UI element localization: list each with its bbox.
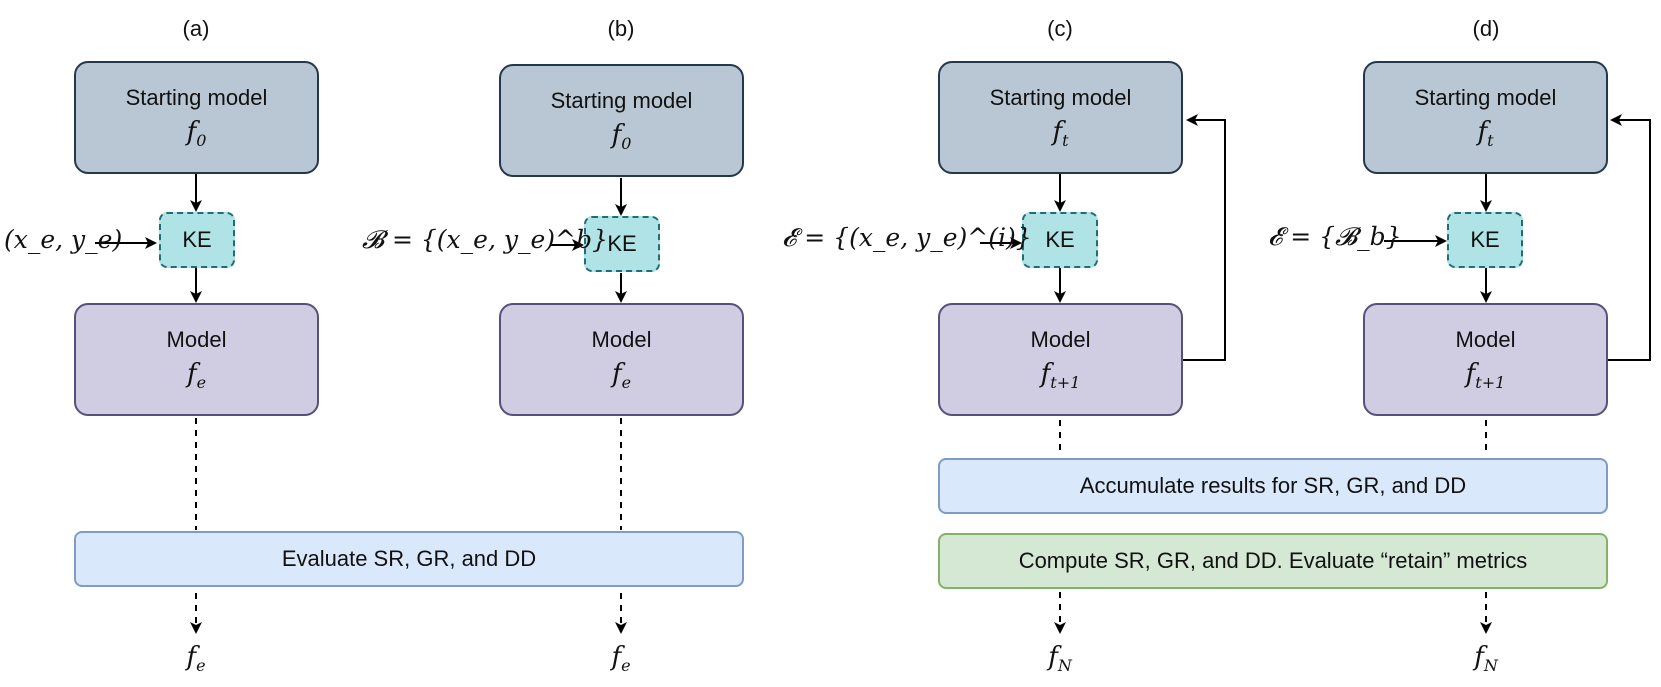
panel-label-d: (d) xyxy=(1472,16,1500,41)
output-symbol-b: fe xyxy=(611,642,631,676)
input-label-c: 𝓔 = {(x_e, y_e)^(i)} xyxy=(782,223,1032,252)
model-symbol: fe xyxy=(611,358,632,393)
compute-bar: Compute SR, GR, and DD. Evaluate “retain… xyxy=(938,533,1608,589)
model-box-d: Model ft+1 xyxy=(1363,303,1608,416)
starting-model-symbol: f0 xyxy=(186,116,207,151)
starting-model-symbol: ft xyxy=(1477,116,1494,151)
feedback-loop-d xyxy=(1608,114,1651,361)
model-symbol: fe xyxy=(186,358,207,393)
model-box-c: Model ft+1 xyxy=(938,303,1183,416)
model-box-b: Model fe xyxy=(499,303,744,416)
starting-model-title: Starting model xyxy=(989,84,1132,110)
accumulate-bar: Accumulate results for SR, GR, and DD xyxy=(938,458,1608,514)
starting-model-title: Starting model xyxy=(1414,84,1557,110)
panel-label-b: (b) xyxy=(607,16,635,41)
starting-model-box-c: Starting model ft xyxy=(938,61,1183,174)
input-label-a: (x_e, y_e) xyxy=(4,225,123,254)
ke-box-a: KE xyxy=(159,212,235,268)
ke-box-b: KE xyxy=(584,216,660,272)
starting-model-symbol: ft xyxy=(1052,116,1069,151)
model-title: Model xyxy=(1455,326,1516,352)
output-symbol-a: fe xyxy=(186,642,206,676)
panel-label-c: (c) xyxy=(1047,16,1073,41)
evaluate-bar: Evaluate SR, GR, and DD xyxy=(74,531,744,587)
starting-model-box-b: Starting model f0 xyxy=(499,64,744,177)
input-label-b: 𝓑 = {(x_e, y_e)^b} xyxy=(362,225,608,254)
input-label-d: 𝓔 = {𝓑_b} xyxy=(1268,222,1402,251)
feedback-loop-c xyxy=(1183,114,1226,361)
starting-model-box-a: Starting model f0 xyxy=(74,61,319,174)
model-title: Model xyxy=(591,326,652,352)
model-symbol: ft+1 xyxy=(1465,358,1506,393)
starting-model-symbol: f0 xyxy=(611,119,632,154)
ke-box-d: KE xyxy=(1447,212,1523,268)
starting-model-title: Starting model xyxy=(125,84,268,110)
model-symbol: ft+1 xyxy=(1040,358,1081,393)
output-symbol-d: fN xyxy=(1474,642,1498,676)
starting-model-title: Starting model xyxy=(550,87,693,113)
starting-model-box-d: Starting model ft xyxy=(1363,61,1608,174)
output-symbol-c: fN xyxy=(1048,642,1072,676)
model-title: Model xyxy=(166,326,227,352)
ke-box-c: KE xyxy=(1022,212,1098,268)
panel-label-a: (a) xyxy=(182,16,210,41)
model-title: Model xyxy=(1030,326,1091,352)
model-box-a: Model fe xyxy=(74,303,319,416)
